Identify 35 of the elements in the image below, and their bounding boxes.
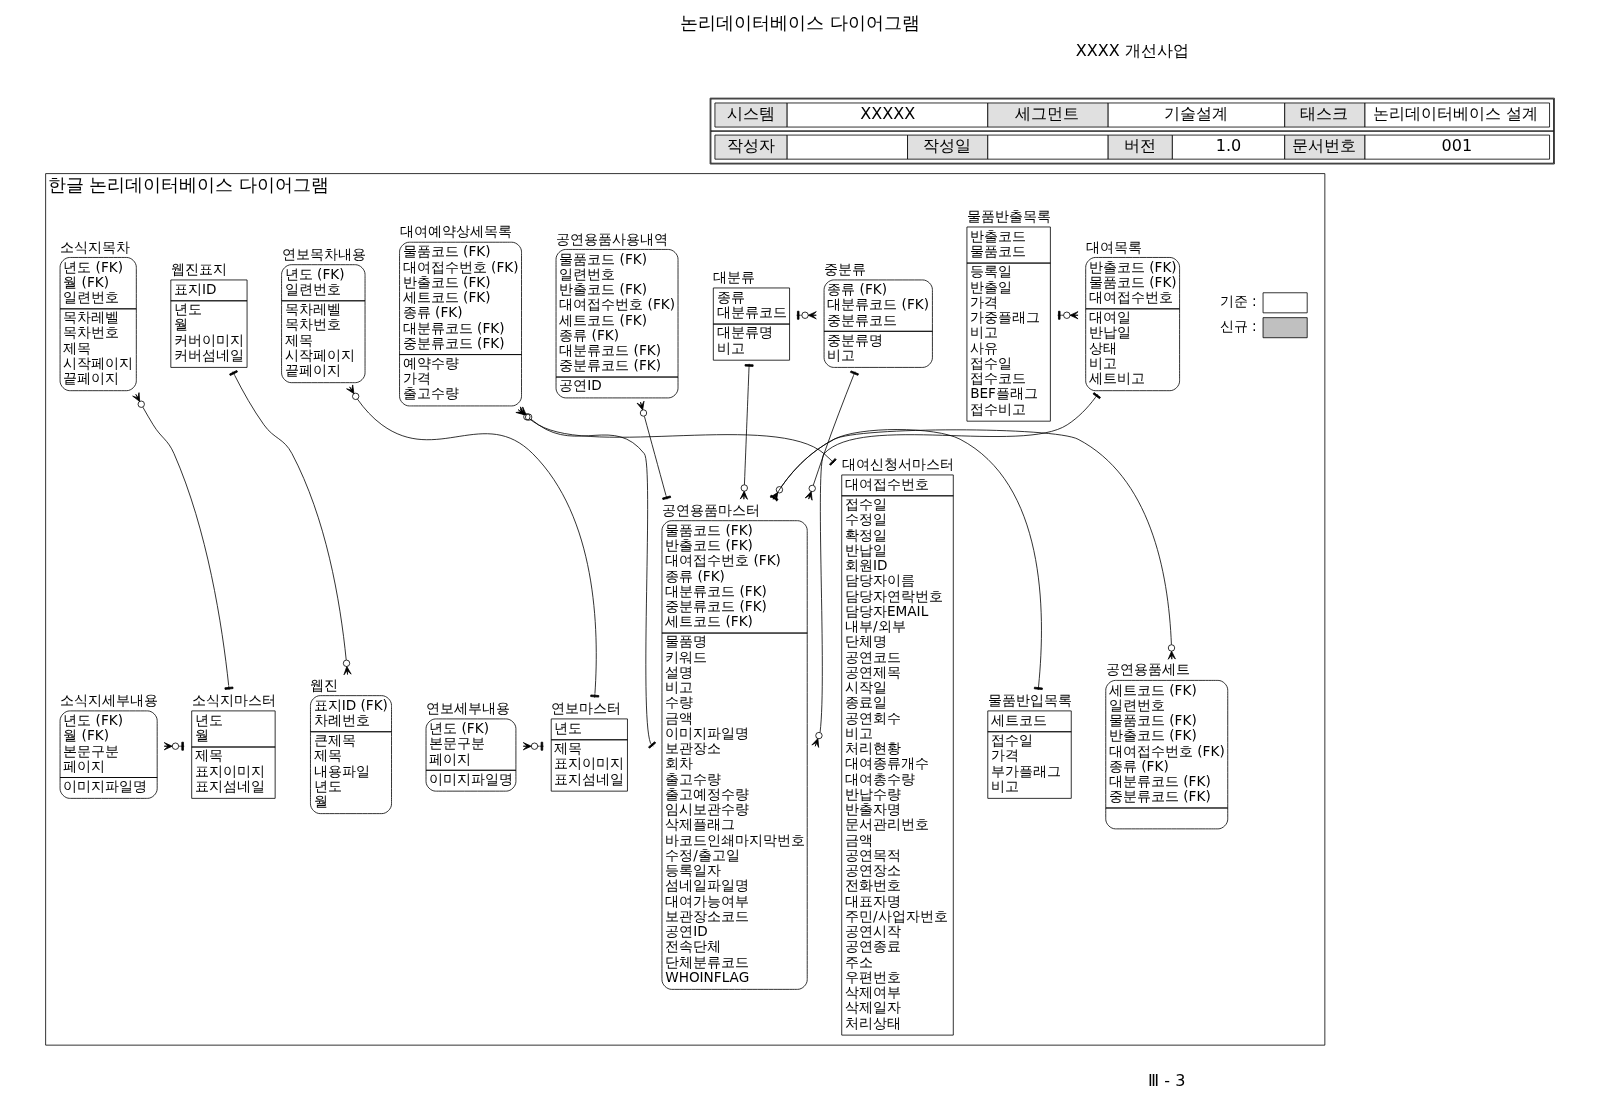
node-label: 중분류 [824, 261, 867, 277]
label: 논리데이터베이스 설계 [1373, 104, 1539, 124]
diagram-title: 논리데이터베이스 다이어그램 [680, 12, 920, 33]
legend-label: 기준 : [1219, 293, 1257, 310]
node-label: 공연용품사용내역 [556, 230, 669, 247]
node-label: 공연용품세트 [1105, 661, 1190, 678]
node-label: 소식지마스터 [191, 691, 276, 708]
node-label: 웹진 [310, 676, 339, 693]
label: XXXX 개선사업 [1075, 40, 1189, 60]
node-label: 연보목차내용 [281, 245, 366, 262]
label: Ⅲ - 3 [1148, 1071, 1186, 1091]
label: 기술설계 [1163, 104, 1228, 124]
label: 작성자 [726, 136, 775, 156]
node-label: 물품반입목록 [987, 691, 1072, 708]
node-label: 연보마스터 [551, 699, 622, 716]
node-label: 대여신청서마스터 [841, 456, 954, 473]
node-label: 소식지목차 [60, 238, 131, 255]
legend-label: 신규 : [1219, 317, 1257, 334]
node-label: 대분류 [713, 269, 756, 286]
label: 작성일 [923, 136, 972, 156]
node-label: 소식지세부내용 [60, 691, 159, 708]
node-label: 공연용품마스터 [661, 501, 760, 518]
node-label: 웹진표지 [170, 261, 227, 277]
label: 문서번호 [1291, 136, 1356, 156]
node-label: 대여목록 [1085, 238, 1142, 255]
node-label: 연보세부내용 [426, 699, 511, 716]
node-label: 물품반출목록 [966, 208, 1051, 225]
label: 001 [1441, 136, 1473, 156]
label: 버전 [1123, 136, 1156, 156]
label: 태스크 [1300, 104, 1349, 124]
node-label: 대여예약상세목록 [399, 223, 512, 240]
label: 세그먼트 [1015, 104, 1080, 124]
label: XXXXX [860, 104, 916, 124]
label: 1.0 [1215, 136, 1242, 156]
label: 시스템 [726, 104, 775, 124]
